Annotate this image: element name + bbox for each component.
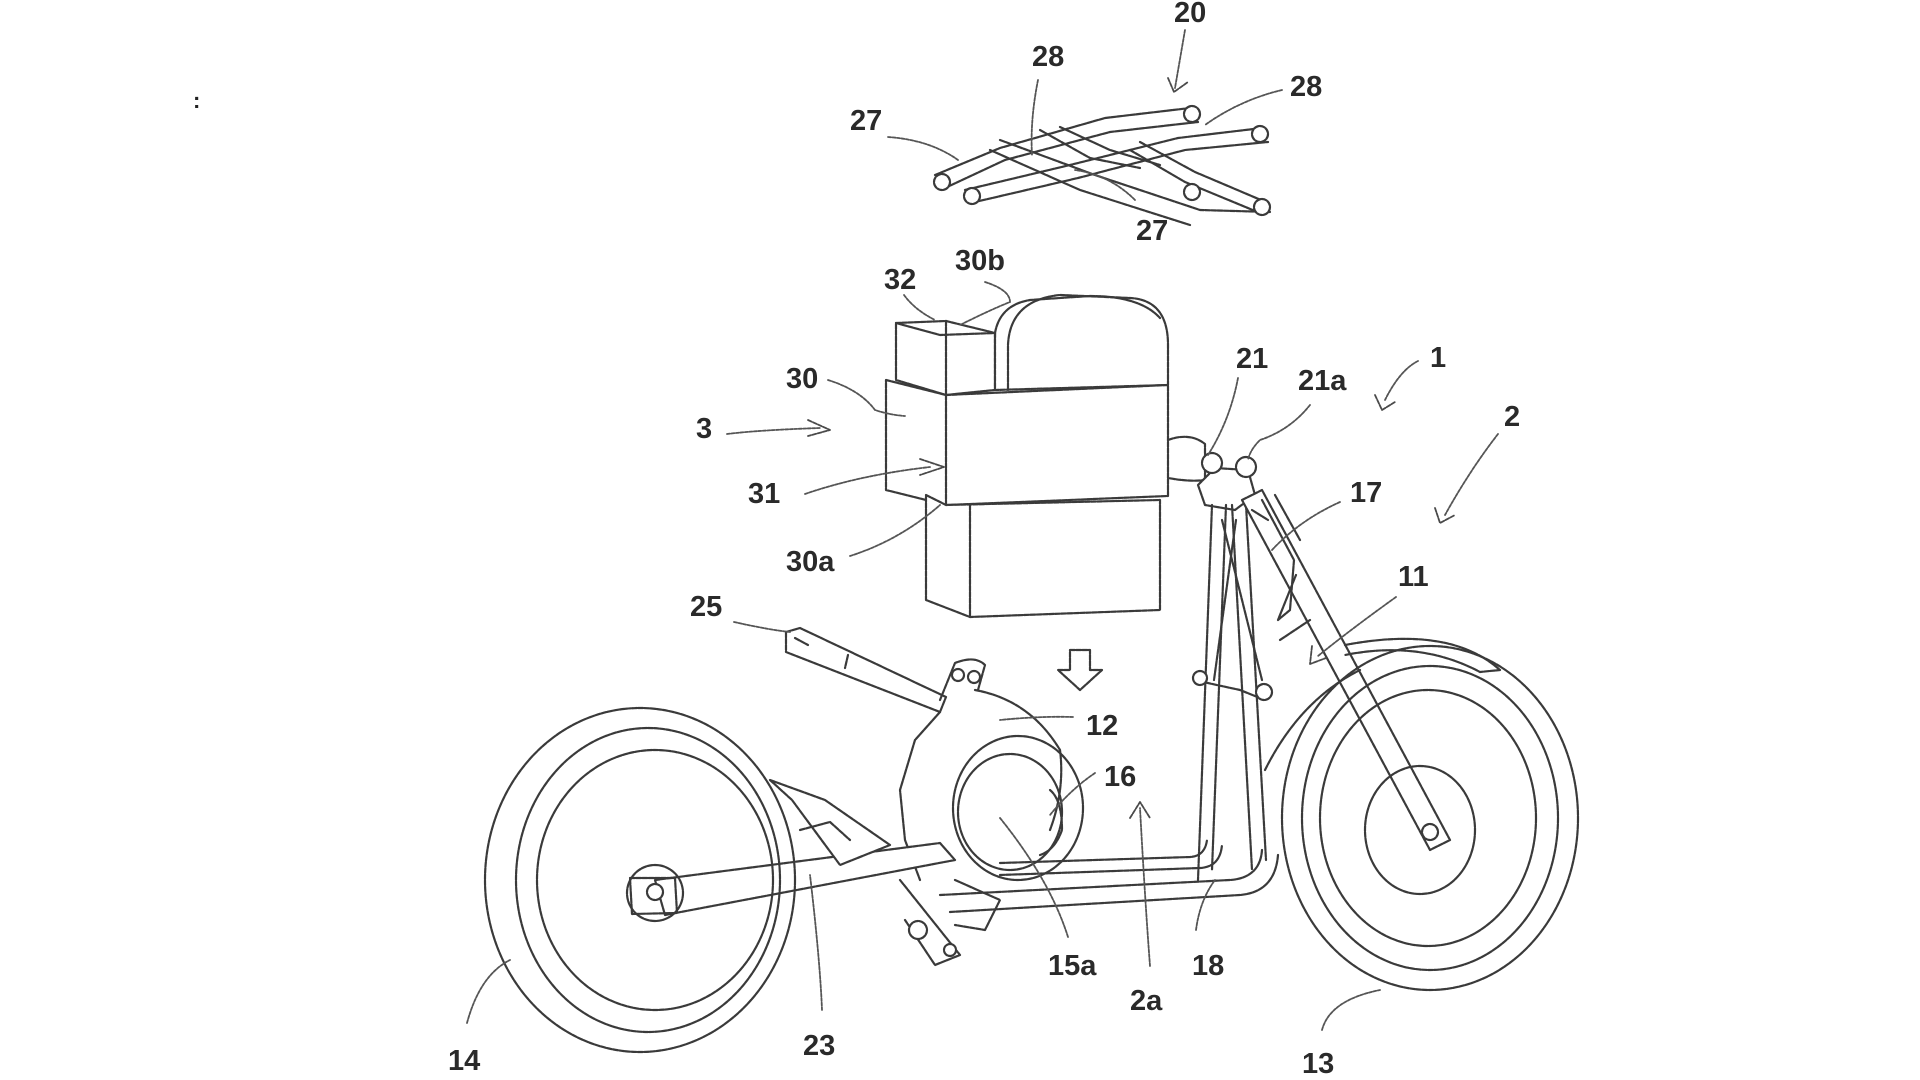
label-23: 23	[803, 1030, 835, 1062]
leader-lines	[466, 29, 1499, 1031]
label-2: 2	[1504, 401, 1520, 433]
label-32: 32	[884, 264, 916, 296]
battery-unit	[804, 293, 1207, 619]
label-18: 18	[1192, 950, 1224, 982]
carrier-frame-assembly	[932, 104, 1272, 227]
label-20: 20	[1174, 0, 1206, 29]
label-28-right: 28	[1290, 71, 1322, 103]
label-13: 13	[1302, 1048, 1334, 1080]
label-2a: 2a	[1130, 985, 1163, 1017]
motor-assembly	[898, 658, 1085, 967]
label-16: 16	[1104, 761, 1136, 793]
label-28-top: 28	[1032, 41, 1064, 73]
label-30a: 30a	[786, 546, 835, 578]
label-25: 25	[690, 591, 722, 623]
label-31: 31	[748, 478, 780, 510]
label-11: 11	[1398, 561, 1429, 593]
label-15a: 15a	[1048, 950, 1097, 982]
corner-mark: :	[193, 88, 200, 113]
label-12: 12	[1086, 710, 1118, 742]
swing-arm	[625, 778, 957, 923]
label-14: 14	[448, 1045, 480, 1077]
label-27-left: 27	[850, 105, 882, 137]
label-21: 21	[1236, 343, 1268, 375]
vehicle-body-frame	[938, 451, 1280, 914]
label-1: 1	[1430, 342, 1446, 374]
front-wheel	[1280, 644, 1580, 992]
label-3: 3	[696, 413, 712, 445]
rear-wheel	[483, 706, 797, 1054]
label-30: 30	[786, 363, 818, 395]
label-27-bottom: 27	[1136, 215, 1168, 247]
install-direction-arrow	[1056, 648, 1104, 692]
label-30b: 30b	[955, 245, 1005, 277]
label-21a: 21a	[1298, 365, 1347, 397]
seat-rail	[784, 626, 948, 714]
reference-labels: 20 28 28 27 27 32 30b 30 3 31 30a 21 21a…	[448, 0, 1520, 1080]
label-17: 17	[1350, 477, 1382, 509]
